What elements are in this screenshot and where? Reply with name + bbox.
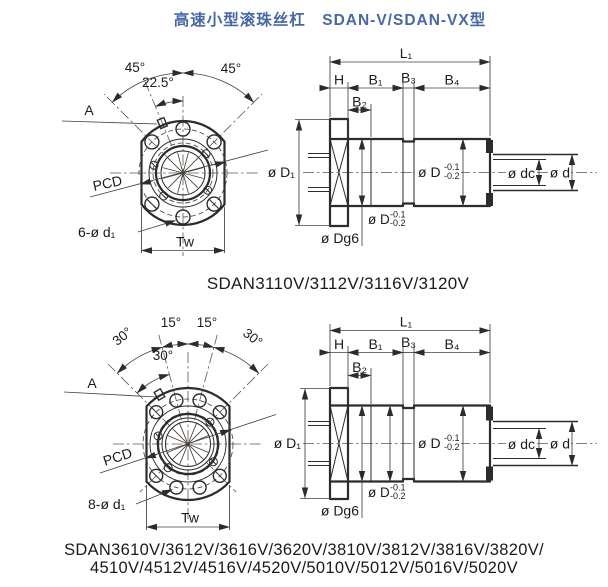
- bolt-count-label: 8-ø d₁: [88, 496, 126, 512]
- side-view-bottom: L₁ H B₁ B₃ B₄ B₂ ø D₁: [274, 314, 597, 519]
- tolerance-upper: -0.1: [444, 433, 460, 443]
- datum-mark: [156, 116, 169, 130]
- front-view-top: 45° 45° 22.5° A PCD 6-ø d₁ Tw: [61, 60, 269, 256]
- h-label: H: [334, 72, 344, 88]
- b4-label: B₄: [444, 336, 459, 352]
- nut-body: [348, 137, 492, 208]
- tolerance-lower: -0.2: [444, 442, 460, 452]
- angle-45-right-label: 45°: [221, 61, 241, 76]
- tolerance2-upper: -0.1: [390, 483, 406, 493]
- b4-label: B₄: [444, 72, 459, 88]
- l1-label: L₁: [400, 314, 413, 330]
- dc-label: ø dc: [508, 436, 535, 452]
- front-view-bottom: 30° 15° 15° 30° 30° A PCD 8-ø d₁ Tw: [63, 315, 277, 531]
- l1-label: L₁: [400, 45, 413, 61]
- angle-30-outer-left-label: 30°: [110, 324, 135, 348]
- d-label: ø d: [550, 165, 570, 181]
- bolt-holes-8: [148, 393, 228, 495]
- model-caption-bottom-line1: SDAN3610V/3612V/3616V/3620V/3810V/3812V/…: [64, 541, 544, 559]
- dg6-label: ø Dg6: [321, 230, 359, 246]
- angle-22-5-label: 22.5°: [142, 75, 174, 90]
- datum-a-label: A: [87, 375, 97, 391]
- tw-label: Tw: [176, 234, 195, 250]
- dg6-label: ø Dg6: [321, 503, 359, 519]
- side-view-top: L₁ H B₁ B₃ B₄ B₂ ø D₁: [268, 45, 597, 246]
- flange-section: [328, 386, 350, 501]
- body-dia-label: ø D: [418, 435, 441, 451]
- body-dia2-label: ø D: [368, 485, 390, 500]
- tolerance2-lower: -0.2: [390, 491, 406, 501]
- model-caption-bottom-line2: 4510V/4512V/4516V/4520V/5010V/5012V/5016…: [90, 559, 518, 577]
- angle-15-right-label: 15°: [197, 315, 217, 330]
- tolerance-lower: -0.2: [444, 171, 460, 181]
- tolerance2-lower: -0.2: [390, 218, 406, 228]
- pcd-label: PCD: [91, 172, 123, 194]
- tolerance2-upper: -0.1: [390, 210, 406, 220]
- d-label: ø d: [550, 436, 570, 452]
- d1-label: ø D₁: [274, 435, 302, 451]
- angle-15-left-label: 15°: [161, 315, 181, 330]
- h-label: H: [334, 336, 344, 352]
- tolerance-upper: -0.1: [444, 162, 460, 172]
- page-title: 高速小型滚珠丝杠 SDAN-V/SDAN-VX型: [173, 12, 487, 29]
- angle-30-inner-label: 30°: [153, 348, 173, 363]
- dc-label: ø dc: [508, 165, 535, 181]
- flange-section: [328, 117, 350, 228]
- b1-label: B₁: [368, 72, 382, 88]
- bolt-count-label: 6-ø d₁: [78, 224, 116, 240]
- body-dia2-label: ø D: [368, 212, 390, 227]
- body-dia-label: ø D: [418, 164, 441, 180]
- datum-a-label: A: [84, 102, 94, 118]
- b2-label: B₂: [352, 359, 367, 375]
- model-caption-top: SDAN3110V/3112V/3116V/3120V: [206, 274, 470, 293]
- b2-label: B₂: [352, 94, 367, 110]
- angle-30-outer-right-label: 30°: [240, 325, 265, 349]
- b3-label: B₃: [401, 334, 416, 350]
- nut-body: [348, 404, 492, 483]
- bolt-holes-6: [144, 121, 222, 225]
- d1-label: ø D₁: [268, 164, 296, 180]
- tw-label: Tw: [181, 510, 200, 526]
- b1-label: B₁: [368, 336, 382, 352]
- angle-45-left-label: 45°: [125, 60, 145, 75]
- screw-bore: [154, 144, 212, 202]
- b3-label: B₃: [401, 70, 416, 86]
